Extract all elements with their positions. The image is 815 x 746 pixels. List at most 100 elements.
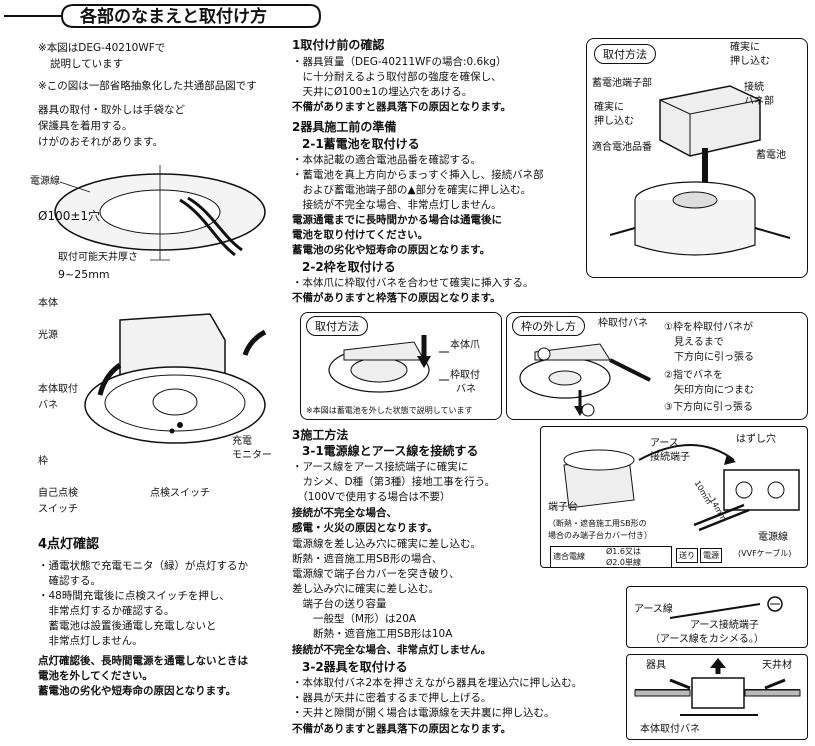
- note-5: 保護具を着用する。: [38, 120, 133, 132]
- frame-spring: 枠取付: [450, 370, 480, 381]
- section2-warn-3: 蓄電池の劣化や短寿命の原因となります。: [292, 244, 491, 256]
- fixture-figure: [84, 313, 267, 444]
- section4-warn-2: 電池を外してください。: [38, 670, 153, 682]
- removal-step-2b: 矢印方向につまむ: [664, 385, 754, 396]
- title-frame: [4, 4, 322, 28]
- frame-removal-figure: [519, 343, 651, 417]
- wiring-hole: はずし穴: [736, 434, 776, 445]
- removal-step-1c: 下方向に引っ張る: [664, 352, 754, 363]
- section3-line-6: 電源線で端子台カバーを突き破り、: [292, 568, 460, 580]
- battery-push-1: 確実に: [730, 42, 760, 53]
- section1-line-3: 天井にØ100±1の埋込穴をあける。: [292, 86, 473, 98]
- label-selfcheck: 自己点検: [38, 488, 78, 499]
- wire-spec-1: Ø1.6又は: [606, 547, 642, 556]
- section2-line-1: ・本体記載の適合電池品番を確認する。: [292, 154, 481, 166]
- note-1: ※本図はDEG-40210WFで: [38, 42, 166, 54]
- frame-install-box: [300, 312, 502, 420]
- section4-line-5: 蓄電池は設置後通電し充電しないと: [38, 620, 217, 632]
- wiring-cable: 電源線: [758, 532, 788, 543]
- section1-heading: 1取付け前の確認: [292, 38, 385, 52]
- removal-step-2: ②指でバネを: [664, 370, 723, 381]
- section1-line-1: ・器具質量（DEG-40211WFの場合:0.6kg）: [292, 56, 507, 68]
- section4-warn-1: 点灯確認後、長時間電源を通電しないときは: [38, 655, 248, 667]
- section4-heading: 4点灯確認: [38, 537, 100, 552]
- mount-figure: [634, 658, 801, 716]
- page-title: 各部のなまえと取付け方: [80, 7, 267, 27]
- section2-heading: 2器具施工前の準備: [292, 120, 397, 134]
- note-4: 器具の取付・取外しは手袋など: [38, 104, 185, 116]
- frame-claw: 本体爪: [450, 340, 480, 351]
- section3-warn-4: 不備がありますと器具落下の原因となります。: [292, 723, 512, 735]
- section3-heading: 3施工方法: [292, 428, 349, 442]
- label-hole-size: Ø100±1穴: [38, 209, 101, 223]
- section2-warn-1: 電源通電までに長時間かかる場合は通電後に: [292, 214, 502, 226]
- wire-feed: 送り: [676, 548, 698, 563]
- wiring-earth-terminal: 接続端子: [650, 452, 690, 463]
- earth-crimp-figure: [669, 596, 783, 619]
- frame-install-figure: [328, 335, 449, 393]
- section3-sub1: 3-1電源線とアース線を接続する: [302, 444, 479, 458]
- earth-caption: （アース線をカシメる。）: [650, 634, 764, 645]
- wire-power: 電源: [700, 548, 722, 563]
- battery-label: 蓄電池: [756, 150, 786, 161]
- section3-line-8: 端子台の送り容量: [292, 598, 387, 610]
- removal-step-3: ③下方向に引っ張る: [664, 402, 753, 413]
- section2-line-4: 接続が不完全な場合、非常点灯しません。: [292, 199, 502, 211]
- section3-line-11: ・本体取付バネ2本を押さえながら器具を埋込穴に押し込む。: [292, 677, 583, 689]
- note-6: けがのおそれがあります。: [38, 136, 163, 148]
- section2-sub2: 2-2枠を取付ける: [302, 260, 396, 274]
- section4-warn-3: 蓄電池の劣化や短寿命の原因となります。: [38, 685, 237, 697]
- section1-line-2: に十分耐えるよう取付部の強度を確保し、: [292, 71, 502, 83]
- wiring-terminal-note-1: （断熱・遮音施工用SB形の: [548, 519, 647, 528]
- section3-warn-2: 感電・火災の原因となります。: [292, 522, 438, 534]
- battery-push-2b: 押し込む: [594, 116, 634, 127]
- mount-spring: 本体取付バネ: [640, 724, 700, 735]
- mount-box: [626, 654, 808, 740]
- section3-line-3: （100Vで使用する場合は不要）: [292, 491, 451, 503]
- wire-spec-label: 適合電線: [553, 552, 585, 561]
- section4-line-3: ・48時間充電後に点検スイッチを押し、: [38, 590, 230, 602]
- label-frame: 枠: [38, 456, 48, 467]
- label-thickness-value: 9~25mm: [58, 268, 110, 281]
- note-3: ※この図は一部省略抽象化した共通部品図です: [38, 80, 257, 92]
- label-check-switch: 点検スイッチ: [150, 488, 210, 499]
- frame-removal-box: [506, 312, 808, 420]
- mount-fixture: 器具: [646, 660, 666, 671]
- section2-sub1: 2-1蓄電池を取付ける: [302, 137, 420, 151]
- label-power-line: 電源線: [30, 176, 60, 187]
- wiring-box: [540, 426, 808, 568]
- section3-line-4: 電源線を差し込み穴に確実に差し込む。: [292, 538, 481, 550]
- ceiling-hole-figure: [54, 165, 266, 261]
- battery-install-tag: 取付方法: [594, 44, 656, 64]
- label-selfcheck-2: スイッチ: [38, 504, 78, 515]
- wiring-cable-2: (VVFケーブル): [738, 549, 792, 558]
- section3-line-13: ・天井と隙間が開く場合は電源線を天井裏に押し込む。: [292, 707, 555, 719]
- section3-warn-1: 接続が不完全な場合、: [292, 507, 397, 519]
- label-light-source: 光源: [38, 330, 58, 341]
- frame-note: ※本図は蓄電池を外した状態で説明しています: [306, 406, 473, 415]
- mount-ceiling: 天井材: [762, 660, 792, 671]
- battery-terminal: 蓄電池端子部: [592, 78, 652, 89]
- section3-line-12: ・器具が天井に密着するまで押し上げる。: [292, 692, 492, 704]
- frame-removal-tag: 枠の外し方: [512, 316, 585, 336]
- section2-line-2: ・蓄電池を真上方向からまっすぐ挿入し、接続バネ部: [292, 169, 544, 181]
- section2-line-5: ・本体爪に枠取付バネを合わせて確実に挿入する。: [292, 277, 534, 289]
- wire-spec-2: Ø2.0単線: [606, 558, 642, 567]
- section2-warn-4: 不備がありますと枠落下の原因となります。: [292, 292, 501, 304]
- section3-line-9: 一般型（M形）は20A: [292, 613, 417, 625]
- label-monitor: 充電: [232, 436, 252, 447]
- wiring-terminal-note-2: 場合のみ端子台カバー付き）: [548, 531, 652, 540]
- section4-line-2: 確認する。: [38, 575, 101, 587]
- section2-warn-2: 電池を取り付けてください。: [292, 229, 429, 241]
- wiring-figure: [563, 444, 800, 532]
- removal-step-1b: 見えるまで: [664, 337, 724, 348]
- label-ceiling-thickness: 取付可能天井厚さ: [58, 252, 138, 263]
- section3-line-1: ・アース線をアース接続端子に確実に: [292, 461, 469, 473]
- battery-spring-2: バネ部: [744, 96, 774, 107]
- battery-spring: 接続: [744, 82, 764, 93]
- section4-line-1: ・通電状態で充電モニタ（緑）が点灯するか: [38, 560, 248, 572]
- battery-model: 適合電池品番: [592, 142, 652, 153]
- battery-push-2: 確実に: [594, 102, 624, 113]
- battery-push-1b: 押し込む: [730, 56, 770, 67]
- battery-install-figure: [609, 85, 791, 256]
